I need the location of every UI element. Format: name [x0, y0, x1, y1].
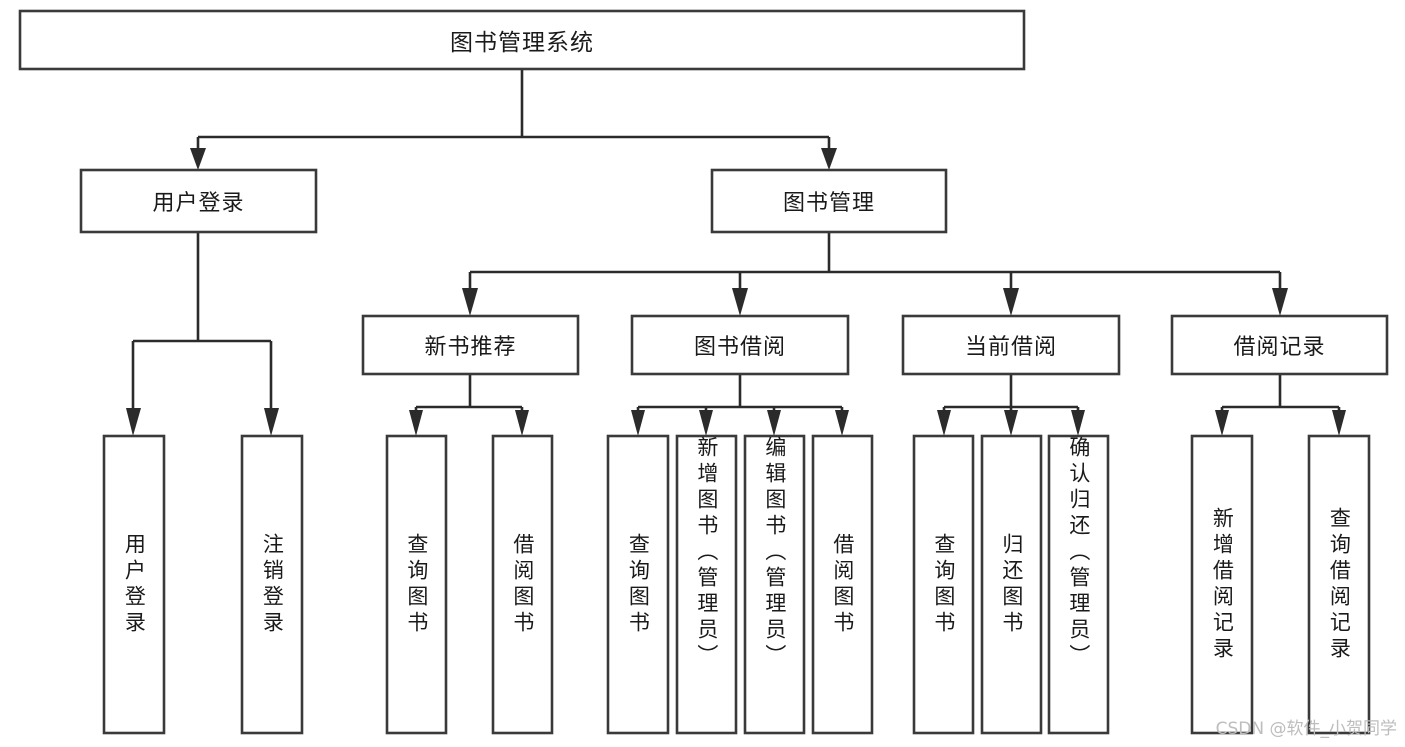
connectors-borrow-record-to-leaves [1215, 374, 1346, 436]
node-box-leaf-return-book[interactable] [980, 434, 1043, 735]
node-box-leaf-confirm-return[interactable] [1047, 434, 1110, 735]
csdn-watermark: CSDN @软件_小贺同学 [1215, 719, 1397, 739]
connectors-book-manage-to-level3 [462, 232, 1288, 316]
arrowhead-borrow-record [1272, 288, 1288, 316]
node-box-leaf-add-book[interactable] [675, 434, 738, 735]
arrowhead-leaf-borrow-book-2 [835, 410, 849, 436]
arrowhead-leaf-query-book-3 [937, 410, 951, 436]
arrowhead-leaf-confirm-return [1071, 410, 1085, 436]
arrowhead-leaf-query-record [1332, 410, 1346, 436]
arrowhead-leaf-query-book-2 [631, 410, 645, 436]
arrowhead-leaf-logout [264, 408, 279, 436]
node-box-leaf-borrow-book-1[interactable] [491, 434, 554, 735]
node-box-leaf-query-book-1[interactable] [385, 434, 448, 735]
node-box-leaf-query-record[interactable] [1307, 434, 1371, 735]
arrowhead-new-book-recommend [462, 288, 478, 316]
node-box-leaf-logout-login[interactable] [240, 434, 304, 735]
node-box-leaf-borrow-book-2[interactable] [811, 434, 874, 735]
node-box-book-manage[interactable] [710, 168, 948, 234]
connectors-book-borrow-to-leaves [631, 374, 849, 436]
arrowhead-leaf-return-book [1004, 410, 1018, 436]
arrowhead-leaf-add-book [699, 410, 713, 436]
node-box-user-login[interactable] [79, 168, 318, 234]
node-box-leaf-edit-book[interactable] [743, 434, 806, 735]
arrowhead-user-login [190, 148, 206, 170]
arrowhead-book-borrow [732, 288, 748, 316]
arrowhead-leaf-user-login [126, 408, 141, 436]
node-box-new-book-recommend[interactable] [361, 314, 580, 376]
node-box-root[interactable] [18, 9, 1026, 71]
node-box-leaf-add-record[interactable] [1190, 434, 1254, 735]
arrowhead-book-manage [821, 148, 837, 170]
node-box-borrow-record[interactable] [1170, 314, 1389, 376]
arrowhead-current-borrow [1003, 288, 1019, 316]
node-box-leaf-query-book-3[interactable] [912, 434, 975, 735]
arrowhead-leaf-add-record [1215, 410, 1229, 436]
connectors-user-login-to-leaves [126, 232, 279, 436]
node-box-leaf-query-book-2[interactable] [606, 434, 670, 735]
node-box-current-borrow[interactable] [901, 314, 1121, 376]
node-box-book-borrow[interactable] [630, 314, 850, 376]
connectors-root-to-level2 [190, 69, 837, 170]
connectors-current-borrow-to-leaves [937, 374, 1085, 436]
arrowhead-leaf-borrow-book-1 [515, 410, 529, 436]
arrowhead-leaf-edit-book [767, 410, 781, 436]
arrowhead-leaf-query-book-1 [409, 410, 423, 436]
connectors-new-book-to-leaves [409, 374, 529, 436]
node-box-leaf-user-login[interactable] [102, 434, 166, 735]
